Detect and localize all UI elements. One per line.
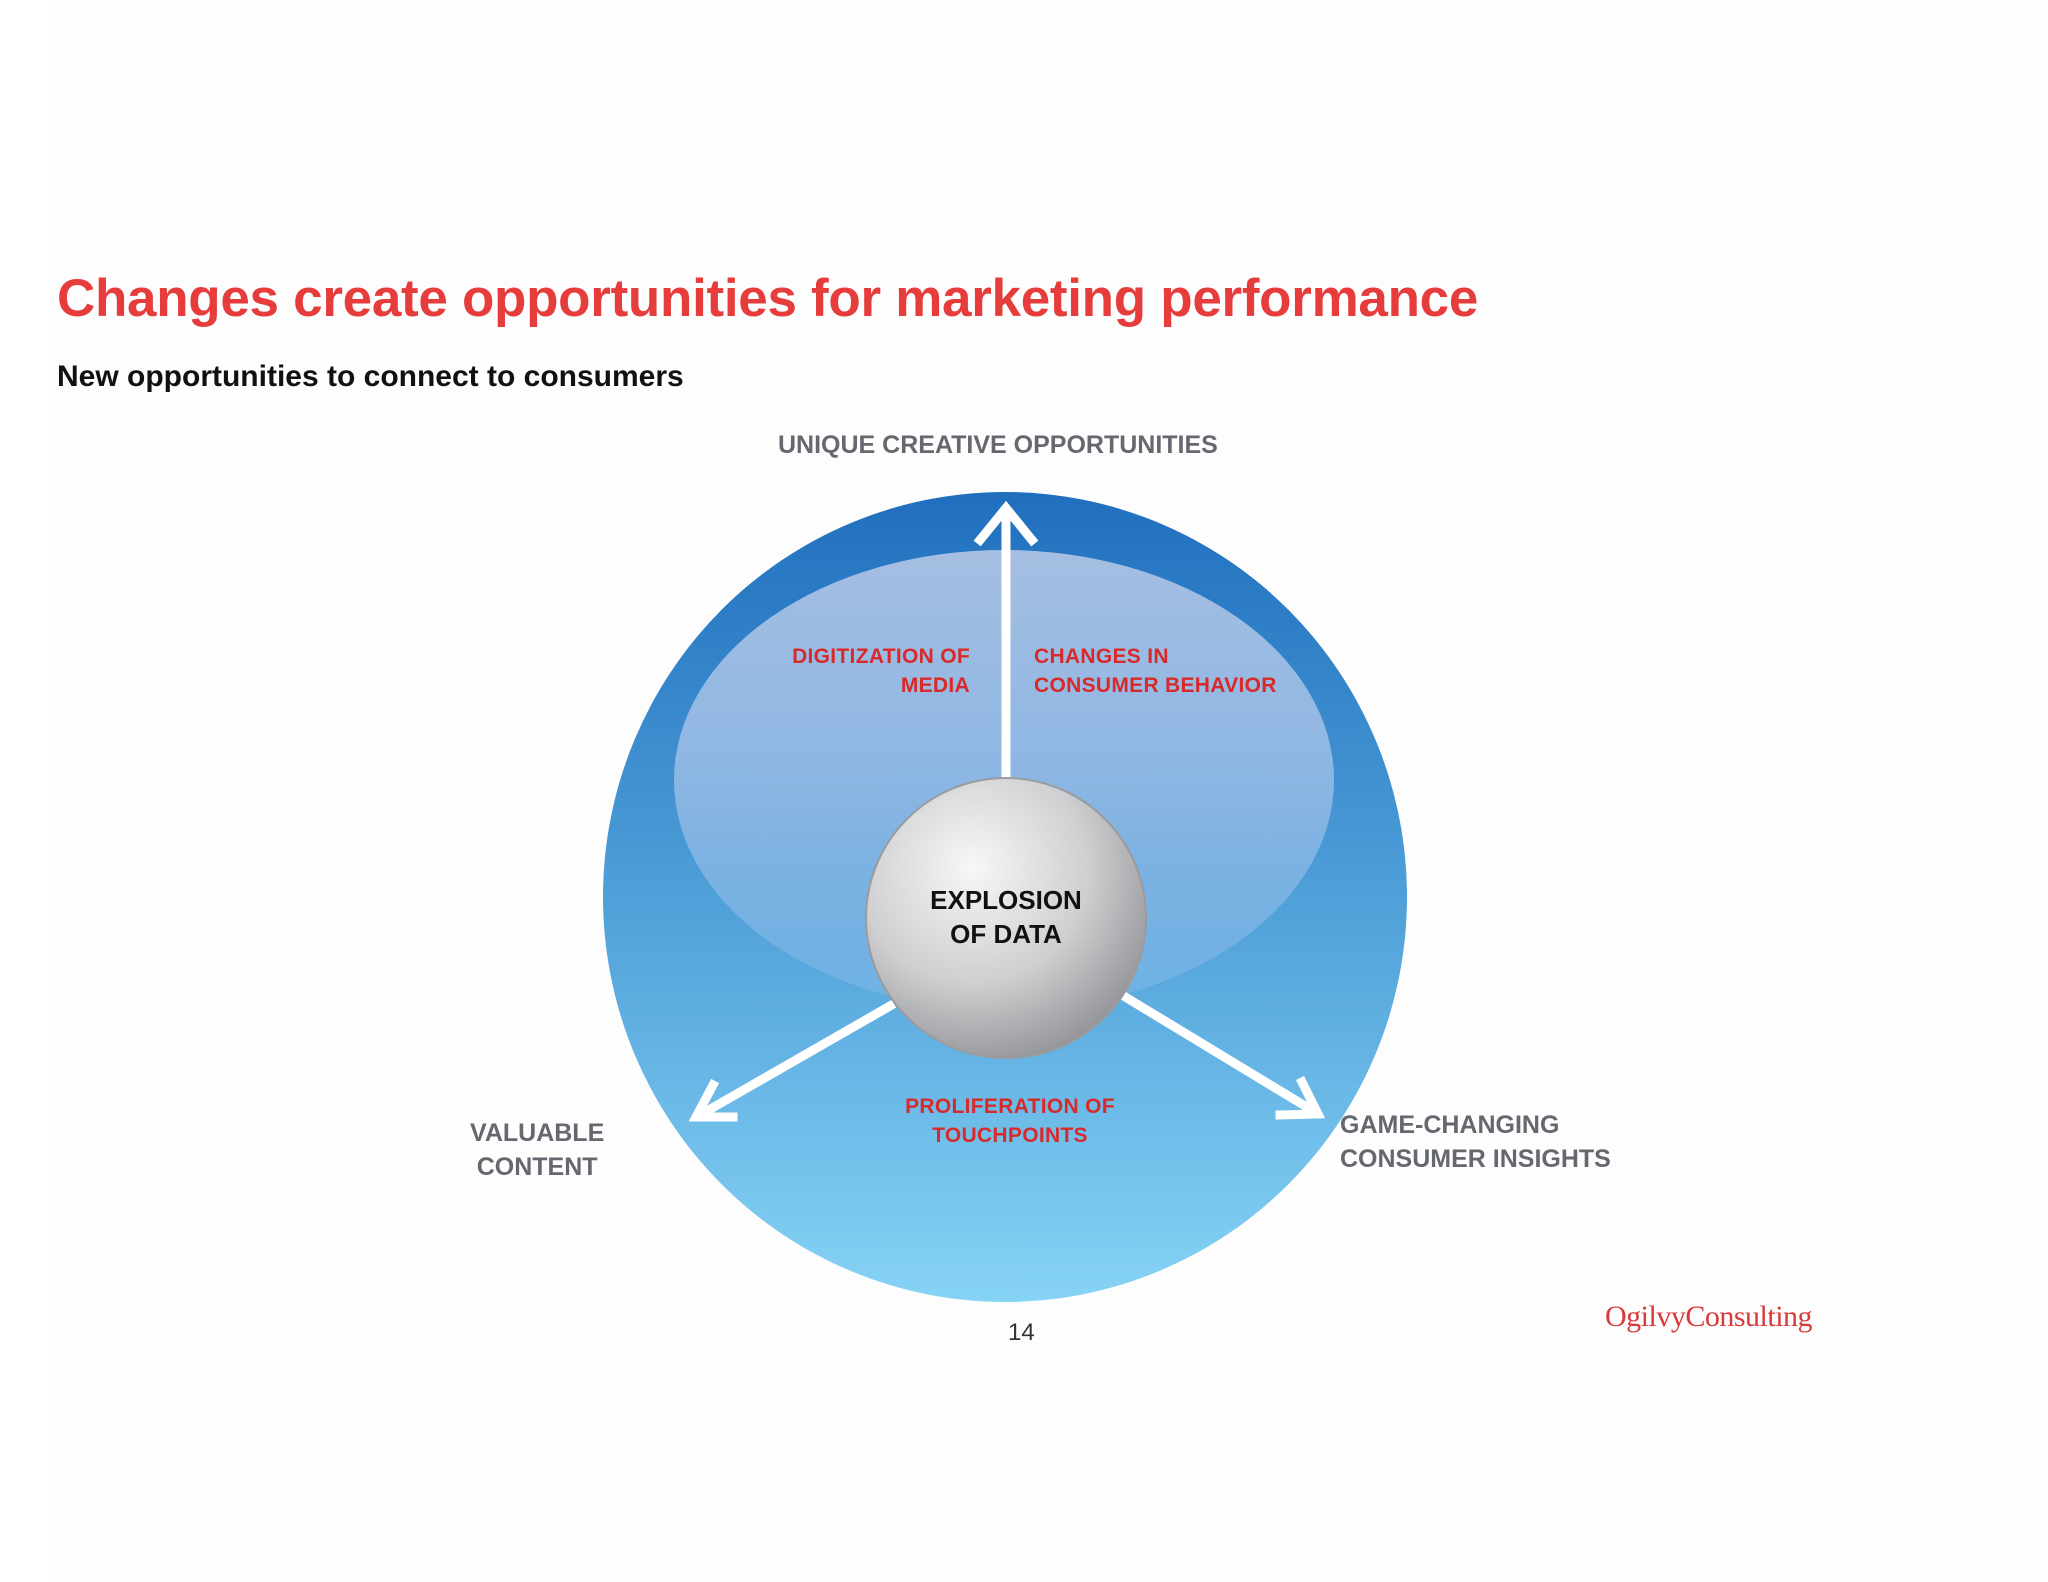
driver-label-touchpoints: PROLIFERATION OF TOUCHPOINTS <box>905 1095 1115 1147</box>
center-sphere <box>865 777 1147 1059</box>
outcome-label-top: UNIQUE CREATIVE OPPORTUNITIES <box>778 431 1218 459</box>
arrow-down-right-icon <box>1115 988 1326 1120</box>
driver-label-consumer-behavior: CHANGES IN CONSUMER BEHAVIOR <box>1034 645 1277 697</box>
center-label: EXPLOSION OF DATA <box>930 885 1082 949</box>
arrow-down-left-icon <box>688 999 897 1122</box>
outcome-label-left: VALUABLE CONTENT <box>470 1119 605 1181</box>
driver-label-digitization: DIGITIZATION OF MEDIA <box>792 645 970 697</box>
outcome-label-right: GAME-CHANGING CONSUMER INSIGHTS <box>1340 1111 1611 1173</box>
page-number: 14 <box>1008 1319 1035 1346</box>
arrow-up-icon <box>973 500 1039 785</box>
brand-logo: OgilvyConsulting <box>1605 1300 1813 1333</box>
slide-title: Changes create opportunities for marketi… <box>57 269 1479 328</box>
slide-subtitle: New opportunities to connect to consumer… <box>57 360 684 393</box>
